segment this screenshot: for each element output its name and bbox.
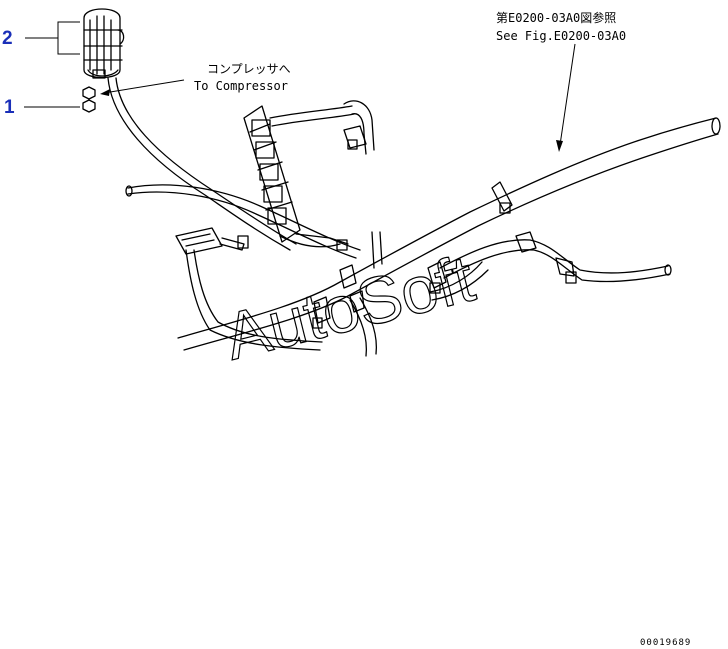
relay-rack [243,105,349,251]
upper-branch [269,100,375,155]
see-fig-leader [559,43,576,146]
callout-2: 2 [2,21,80,55]
watermark: AutoSoft [217,241,481,374]
compressor-label: コンプレッサへ To Compressor [100,62,291,96]
compressor-leader [103,79,185,94]
vertical-stub [371,231,383,269]
nut-parts [82,86,96,113]
see-fig-label-en: See Fig.E0200-03A0 [496,29,626,43]
callout-2-number: 2 [2,28,13,49]
relay-bundle [83,8,125,79]
main-harness [177,117,721,351]
lower-branch [349,261,489,357]
callout-1-number: 1 [4,97,15,118]
compressor-label-en: To Compressor [194,79,288,93]
document-number: 00019689 [640,638,691,648]
callout-1: 1 [4,97,80,118]
compressor-label-jp: コンプレッサへ [207,62,291,76]
compressor-wire [107,77,297,251]
right-branch [439,231,672,284]
callout-2-bracket [57,21,80,55]
see-fig-arrowhead [556,140,563,152]
compressor-arrowhead [100,89,110,96]
see-fig-label-jp: 第E0200-03A0図参照 [496,10,616,25]
see-fig-label: 第E0200-03A0図参照 See Fig.E0200-03A0 [496,10,626,152]
